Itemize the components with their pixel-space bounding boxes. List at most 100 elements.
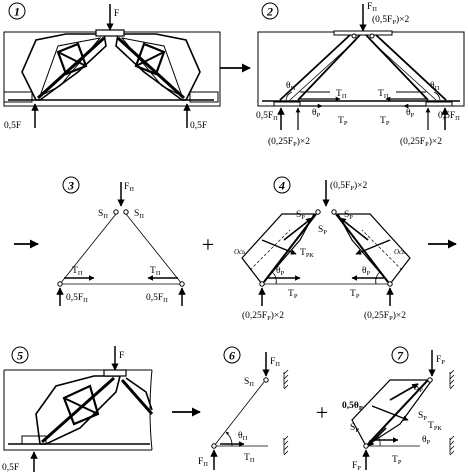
support-label-left: 0,5FП <box>66 293 88 304</box>
panel-number-7: 7 <box>391 346 409 364</box>
node-top-left <box>315 209 321 215</box>
theta-label-left: θП <box>286 81 296 92</box>
bottom-note-left: (0,25FР)×2 <box>242 310 284 322</box>
svg-text:7: 7 <box>397 349 404 363</box>
tension-p-label-left: TР <box>338 116 348 127</box>
panel-5: 5 F 0,5F <box>2 346 154 473</box>
tie-diag-left <box>261 239 297 255</box>
panel-number-4: 4 <box>273 176 291 194</box>
plus-3-4: + <box>202 232 214 257</box>
panel-1: 1 F 0,5F 0,5F <box>3 2 221 131</box>
strut-outer-left <box>279 34 351 101</box>
node-left <box>57 281 63 287</box>
strut-arrow-right <box>339 217 369 241</box>
bottom-note-right: (0,25FР)×2 <box>364 310 406 322</box>
stress-field-right <box>125 377 153 411</box>
fixed-support-top <box>449 369 455 390</box>
tie-rk-label: TРК <box>300 248 314 259</box>
strut-label-mid: SР <box>418 411 427 422</box>
beam-outline <box>257 31 465 107</box>
tension-p-label-right: TР <box>380 116 390 127</box>
tie-diag-right <box>355 239 391 255</box>
panel-6: 6 FП SП θП TП FП <box>198 346 289 470</box>
strut-label-center: SР <box>318 225 327 236</box>
node-top <box>263 377 269 383</box>
half-theta-label: 0,5θР <box>342 401 363 412</box>
theta-arc <box>375 433 381 447</box>
theta-label: θР <box>422 435 431 446</box>
svg-text:2: 2 <box>266 5 273 19</box>
axis-line-left <box>249 229 291 271</box>
svg-text:4: 4 <box>278 179 285 193</box>
axis-line-right <box>361 229 403 271</box>
top-note: (0,5FР)×2 <box>330 180 367 192</box>
strut-thin-right <box>369 39 437 101</box>
support-label-right: 0,5F <box>190 121 207 131</box>
support-label: 0,5F <box>2 463 19 473</box>
beam-outline <box>3 31 221 107</box>
load-plate <box>103 369 127 377</box>
panel-number-3: 3 <box>62 176 80 194</box>
node-bottom <box>363 443 369 449</box>
tie-label-left: TР <box>288 289 298 300</box>
strut-right <box>116 36 186 100</box>
panel-3: 3 FП SП SП TП TП 0,5FП 0,5FП <box>56 176 186 306</box>
strut-arrow-upper <box>389 383 419 401</box>
load-label: F <box>119 351 124 361</box>
theta-p-label-right: θР <box>406 108 415 119</box>
strut-outer-right <box>375 34 447 101</box>
svg-text:1: 1 <box>14 5 20 19</box>
load-label: FП <box>270 357 280 368</box>
stress-field-left-inner <box>39 37 102 98</box>
node-top-right <box>331 209 337 215</box>
strut-left <box>36 36 106 100</box>
panel-number-5: 5 <box>11 346 29 364</box>
tie-diag-left <box>57 51 87 67</box>
theta-label: θП <box>238 431 248 442</box>
node-left <box>259 281 265 287</box>
theta-label-right: θР <box>362 266 371 277</box>
panel-2: 2 FП (0,5FР)×2 θП θП TП TП θР θР TР TР 0… <box>256 2 465 148</box>
tension-label-left: TП <box>336 89 347 100</box>
tie-rk-label: TРК <box>428 421 442 432</box>
tie-label: TП <box>244 453 255 464</box>
strut-label-right: SП <box>134 209 144 220</box>
strut-zone-left <box>241 213 316 285</box>
panel-number-1: 1 <box>8 2 26 20</box>
strut-label-left: SР <box>296 210 305 221</box>
load-label: FР <box>436 355 445 366</box>
theta-arc-left <box>285 91 293 101</box>
tie-diag <box>63 397 99 415</box>
support-label-left: 0,5FП <box>256 111 278 122</box>
strut-thin-left <box>289 39 357 101</box>
tie-label-right: TП <box>150 266 161 277</box>
strut-label-lower: SР <box>350 423 359 434</box>
support-label: FР <box>352 461 361 472</box>
strut-zone-right <box>336 213 411 285</box>
load-label: FП <box>367 2 377 13</box>
bearing-plate-right <box>189 91 219 103</box>
tie-diag-right <box>135 51 165 67</box>
strut-right <box>120 379 154 415</box>
theta-label-right: θП <box>430 81 440 92</box>
node-top-right <box>369 33 375 39</box>
node-top-left <box>113 209 119 215</box>
node-top-left <box>351 33 357 39</box>
tie-label-right: TР <box>350 289 360 300</box>
tie-rk-arrow <box>371 405 409 421</box>
strut-label-upper: SР <box>414 383 423 394</box>
strut-left <box>263 213 317 283</box>
node-right <box>179 281 185 287</box>
node-right <box>387 281 393 287</box>
theta-arc-right <box>433 91 441 101</box>
fixed-support-bottom <box>283 435 289 456</box>
node-top <box>427 377 433 383</box>
strut-right <box>125 213 183 285</box>
bottom-note-left: (0,25FР)×2 <box>268 136 310 148</box>
svg-text:6: 6 <box>229 349 235 363</box>
bearing-plate-right <box>425 101 453 107</box>
axis-label-left: Ось <box>234 248 245 256</box>
node-top-right <box>123 209 129 215</box>
theta-label-left: θР <box>276 266 285 277</box>
